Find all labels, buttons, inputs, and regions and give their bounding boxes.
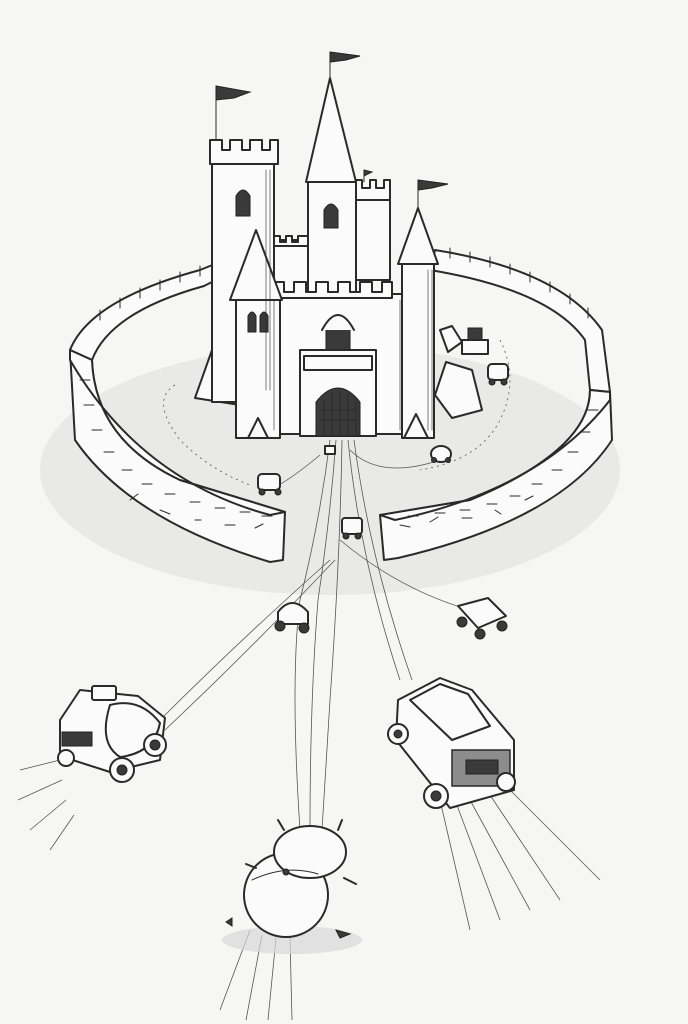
vehicle-courtyard xyxy=(487,363,509,386)
flag-center xyxy=(329,51,361,81)
turret-back-right xyxy=(355,199,391,281)
tire-tracks xyxy=(17,339,601,1021)
tower-front-right xyxy=(401,261,435,439)
statue xyxy=(461,327,489,355)
window xyxy=(235,189,251,217)
flags xyxy=(215,51,449,211)
flag-left xyxy=(215,85,252,141)
keep-battlement xyxy=(259,281,393,299)
vehicle-rover xyxy=(222,819,362,954)
tower-shading xyxy=(265,169,433,431)
vehicle-small-right xyxy=(430,445,452,463)
vehicle-small-left xyxy=(257,473,282,496)
wall-top-left xyxy=(69,349,286,516)
flag-small xyxy=(363,169,374,183)
spire-center xyxy=(305,77,357,183)
vehicle-mini-gate xyxy=(324,445,336,455)
flag-right xyxy=(417,179,449,211)
spire-front-left xyxy=(229,229,283,301)
spire-front-right xyxy=(397,207,439,265)
tower-battlement xyxy=(209,139,279,165)
castle xyxy=(209,77,439,439)
curtain-wall xyxy=(69,247,613,563)
vehicles xyxy=(57,327,516,954)
window xyxy=(323,203,339,229)
vehicle-truck-right xyxy=(387,677,516,809)
wall-top-right xyxy=(379,389,611,521)
wall-markings xyxy=(129,493,534,529)
vehicle-cart xyxy=(456,597,508,640)
battlements xyxy=(79,247,599,517)
wall-back-left xyxy=(69,261,221,361)
vehicle-buggy xyxy=(274,602,310,634)
tower-front-left xyxy=(235,297,281,439)
vehicle-small-center xyxy=(341,517,363,540)
gate xyxy=(315,387,361,437)
vehicle-truck-left xyxy=(57,685,167,783)
